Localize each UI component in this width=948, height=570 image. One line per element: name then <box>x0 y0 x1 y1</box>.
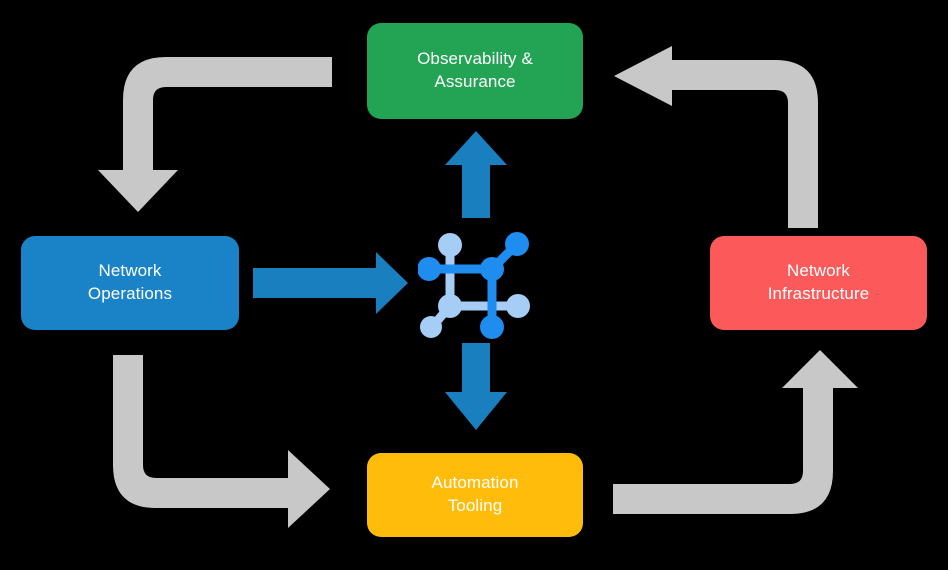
topology-light-nodes <box>420 233 530 338</box>
node-box-automation-tooling[interactable]: Automation Tooling <box>367 453 583 537</box>
arrow-center-to-automation <box>445 343 507 430</box>
node-box-observability[interactable]: Observability & Assurance <box>367 23 583 119</box>
arrow-automation-to-infrastructure <box>613 350 858 514</box>
node-box-network-infrastructure[interactable]: Network Infrastructure <box>710 236 927 330</box>
arrow-observability-to-operations <box>98 57 332 212</box>
arrow-infrastructure-to-observability <box>614 46 818 228</box>
topology-bright-nodes <box>418 232 529 339</box>
node-box-network-operations[interactable]: Network Operations <box>21 236 239 330</box>
arrow-operations-to-automation <box>113 355 330 528</box>
network-topology-icon <box>418 232 530 339</box>
arrow-center-to-observability <box>445 131 507 218</box>
arrow-operations-to-center <box>253 252 408 314</box>
